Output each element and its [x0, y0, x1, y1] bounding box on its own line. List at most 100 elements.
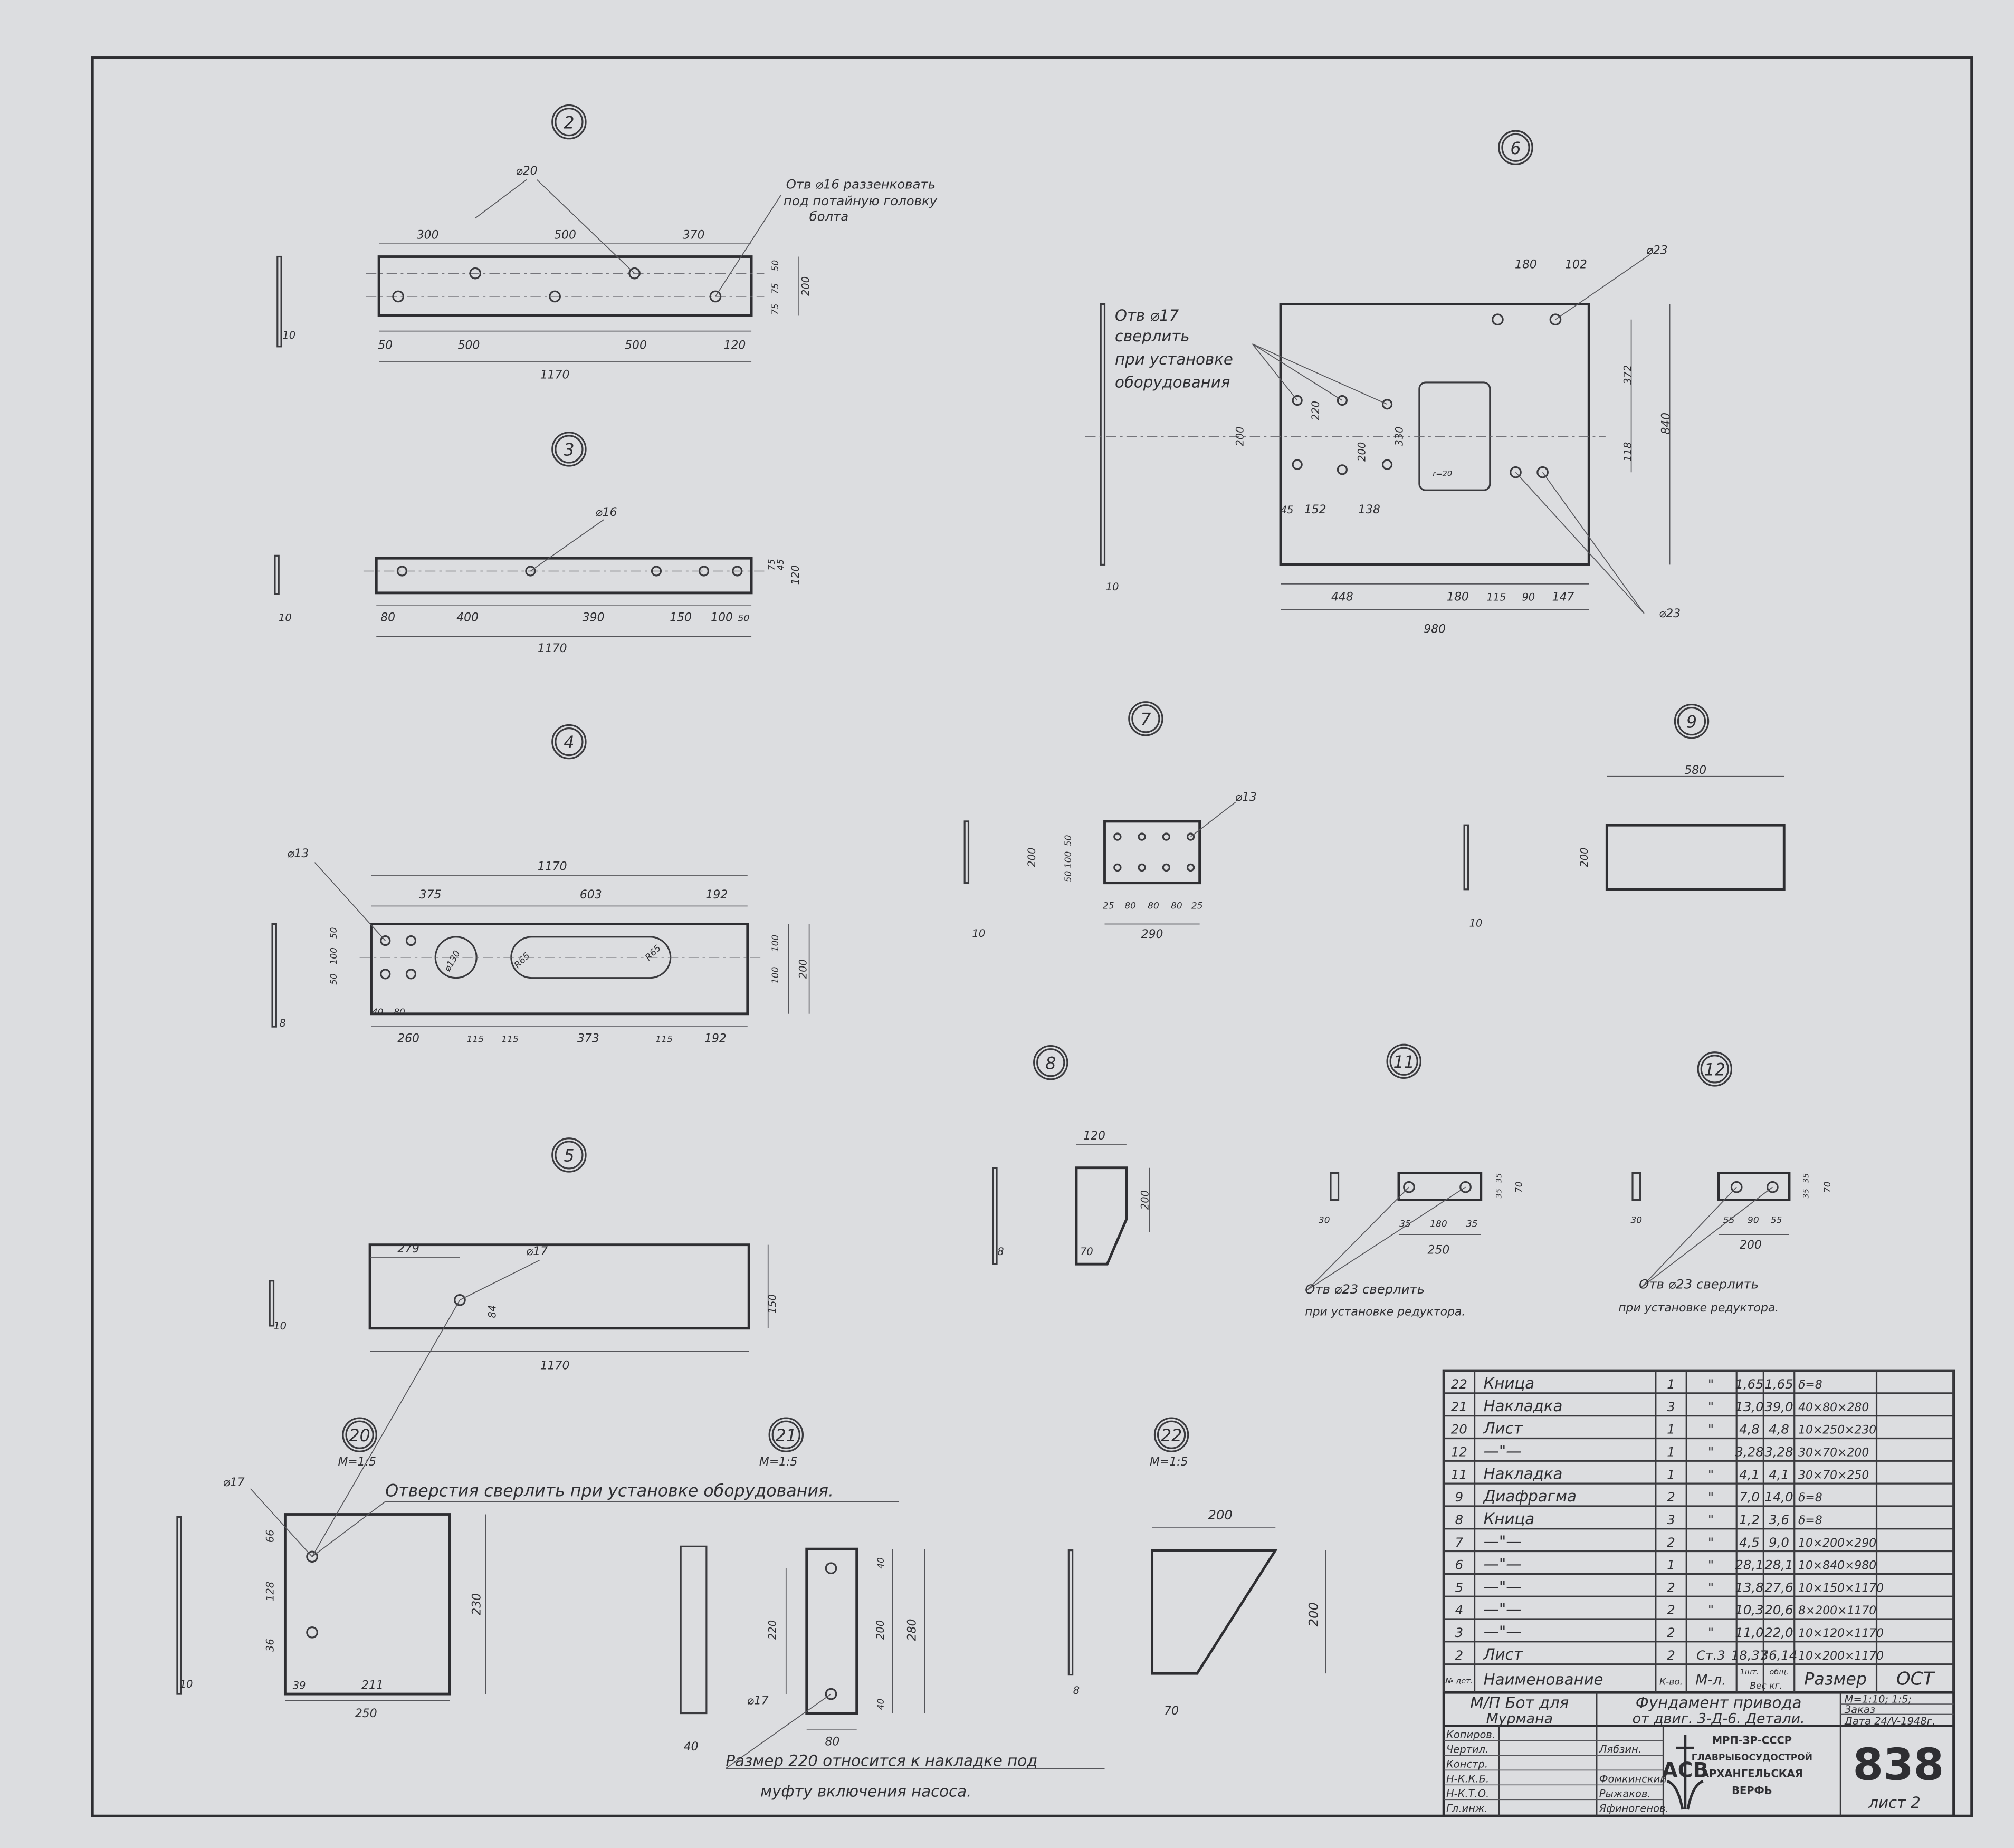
- bom-cell: ": [1708, 1602, 1714, 1617]
- bom-cell: Лист: [1483, 1645, 1523, 1663]
- role-label: Чертил.: [1446, 1744, 1488, 1756]
- bom-header: 1шт.: [1740, 1668, 1759, 1677]
- bom-cell: 4,1: [1739, 1467, 1760, 1482]
- part-number-circle: [1033, 1045, 1068, 1080]
- bom-cell: δ=8: [1798, 1378, 1822, 1392]
- dimension-label: 118: [1622, 442, 1634, 462]
- bom-cell: Кница: [1484, 1374, 1535, 1392]
- dimension-label: 1170: [540, 369, 570, 382]
- bom-cell: 40×80×280: [1798, 1401, 1869, 1414]
- dimension-label: 75: [770, 283, 781, 295]
- bom-cell: 2: [1667, 1489, 1675, 1505]
- dimension-label: 80: [1171, 901, 1182, 911]
- bom-cell: 4: [1455, 1602, 1463, 1617]
- dimension-label: 192: [704, 1032, 727, 1045]
- dimension-label: 50: [738, 613, 750, 624]
- note-text: болта: [809, 208, 849, 224]
- dimension-label: 8: [279, 1017, 285, 1029]
- dimension-label: 50: [1063, 871, 1074, 883]
- bom-cell: —"—: [1484, 1442, 1522, 1460]
- hole-diameter-label: ⌀20: [516, 165, 538, 178]
- bom-cell: 30×70×250: [1798, 1469, 1869, 1482]
- part-number-circle: [1498, 130, 1533, 165]
- dimension-label: 50: [329, 927, 339, 939]
- dimension-label: 211: [361, 1679, 384, 1692]
- shipyard-logo: [1666, 1735, 1704, 1810]
- part-number: 3: [564, 441, 574, 460]
- dimension-label: 200: [1208, 1507, 1232, 1523]
- bom-cell: Диафрагма: [1483, 1487, 1577, 1505]
- part-3-drawing: [274, 519, 765, 637]
- dimension-label: 448: [1331, 590, 1353, 604]
- dimension-label: 50: [770, 260, 781, 272]
- part-number-circle: [342, 1417, 377, 1452]
- dimension-label: 250: [1428, 1244, 1450, 1257]
- bom-cell: ": [1708, 1512, 1714, 1527]
- bom-cell: 13,8: [1735, 1579, 1763, 1595]
- part-6-drawing: [1085, 253, 1671, 614]
- bom-cell: 10×840×980: [1798, 1559, 1876, 1573]
- bom-cell: Лист: [1483, 1420, 1523, 1438]
- dimension-label: 55: [1723, 1215, 1735, 1225]
- bom-cell: 9: [1455, 1489, 1463, 1505]
- organization-name: ВЕРФЬ: [1732, 1784, 1772, 1796]
- signer-name: Фомкинский.: [1599, 1773, 1670, 1785]
- bom-cell: 1,65: [1764, 1376, 1793, 1392]
- dimension-label: 500: [554, 228, 576, 242]
- dimension-label: 100: [711, 611, 733, 624]
- bom-cell: 30×70×200: [1798, 1447, 1869, 1460]
- dimension-label: 115: [466, 1034, 483, 1045]
- part-number-circle: [555, 435, 584, 464]
- note-text: Отв ⌀17: [1115, 307, 1179, 324]
- scale-label: М=1:10; 1:5;: [1845, 1693, 1912, 1706]
- dimension-label: 115: [501, 1034, 518, 1045]
- role-label: Копиров.: [1446, 1729, 1495, 1741]
- dimension-label: 50: [1063, 835, 1074, 847]
- dimension-label: 90: [1748, 1215, 1759, 1225]
- dimension-label: 45: [1281, 504, 1294, 516]
- dimension-label: 10: [273, 1320, 287, 1332]
- bom-cell: 11,0: [1735, 1625, 1763, 1640]
- dimension-label: 66: [264, 1529, 276, 1543]
- hole-diameter-label: ⌀17: [526, 1245, 548, 1258]
- part-number: 12: [1704, 1061, 1725, 1080]
- part-11-drawing: [1307, 1171, 1483, 1290]
- bom-cell: 10×200×290: [1798, 1537, 1876, 1550]
- drawing-title: от двиг. 3-Д-6. Детали.: [1633, 1711, 1805, 1727]
- dimension-label: 35: [1495, 1189, 1504, 1199]
- dimension-label: 840: [1660, 413, 1673, 435]
- dimension-label: 200: [1139, 1190, 1151, 1210]
- role-label: Н-К.Т.О.: [1446, 1787, 1489, 1799]
- bom-cell: 2: [1667, 1602, 1675, 1617]
- bom-header: общ.: [1769, 1668, 1788, 1677]
- bom-cell: ": [1708, 1535, 1714, 1550]
- bom-cell: 1: [1667, 1444, 1675, 1460]
- dimension-label: 115: [655, 1034, 672, 1045]
- dimension-label: 200: [800, 276, 812, 296]
- dimension-label: 200: [797, 959, 809, 979]
- dimension-label: 100: [770, 935, 781, 952]
- dimension-label: 10: [180, 1678, 193, 1690]
- dimension-label: 300: [417, 228, 439, 242]
- bom-cell: 3,6: [1769, 1512, 1789, 1527]
- signer-name: Рыжаков.: [1599, 1787, 1651, 1799]
- bom-header: № дет.: [1445, 1677, 1473, 1686]
- note-text: Отв ⌀16 раззенковать: [786, 177, 936, 192]
- bom-cell: 2: [1667, 1535, 1675, 1550]
- dimension-label: 330: [1393, 427, 1405, 446]
- bom-cell: 4,1: [1769, 1467, 1789, 1482]
- dimension-label: 290: [1141, 928, 1163, 941]
- bom-cell: 22: [1451, 1376, 1467, 1392]
- bom-cell: 27,6: [1764, 1579, 1793, 1595]
- hole-diameter-label: ⌀17: [223, 1476, 245, 1489]
- dimension-label: 120: [789, 565, 801, 585]
- bom-cell: 2: [1455, 1648, 1463, 1663]
- part-number: 6: [1510, 139, 1521, 158]
- part-number-circle: [1153, 1417, 1189, 1452]
- dimension-label: 200: [1234, 427, 1246, 446]
- dimension-label: 100: [1063, 851, 1074, 868]
- bom-header: К-во.: [1659, 1677, 1683, 1688]
- note-text: при установке: [1115, 350, 1233, 368]
- dimension-label: 603: [580, 888, 602, 902]
